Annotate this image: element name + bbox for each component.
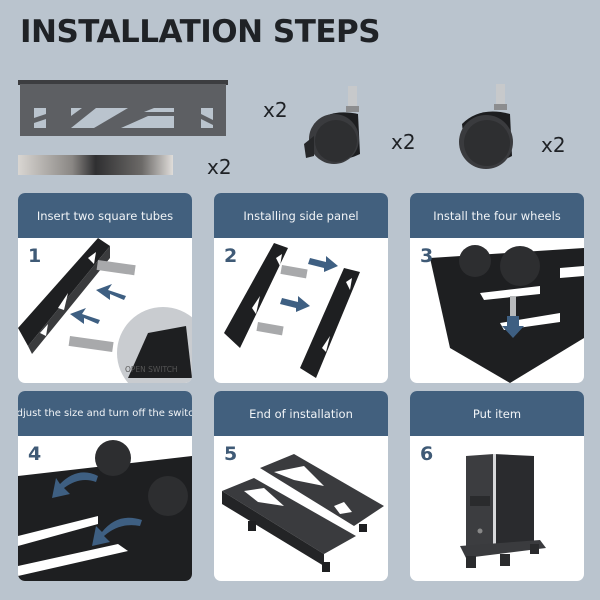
step-title: End of installation	[214, 391, 388, 436]
step-title: Put item	[410, 391, 584, 436]
side-panel-illustration	[224, 243, 360, 378]
side-panel-qty: x2	[263, 98, 288, 122]
caster-image	[459, 84, 513, 169]
step-card-5: End of installation 5	[214, 391, 388, 581]
step-number: 4	[28, 443, 42, 465]
step-number: 5	[224, 443, 238, 465]
caster-brake-qty: x2	[391, 130, 416, 154]
step-card-3: Install the four wheels 3	[410, 193, 584, 383]
caster-qty: x2	[541, 133, 566, 157]
wheels-illustration	[430, 245, 584, 383]
step-card-6: Put item 6	[410, 391, 584, 581]
page-title: INSTALLATION STEPS	[20, 14, 381, 50]
step-card-4: Adjust the size and turn off the switch …	[18, 391, 192, 581]
step-card-2: Installing side panel 2	[214, 193, 388, 383]
adjust-switch-illustration	[18, 440, 192, 581]
step-number: 3	[420, 245, 434, 267]
step-title: Adjust the size and turn off the switch	[18, 391, 192, 436]
insert-tubes-illustration	[18, 238, 192, 383]
side-panel-image	[18, 80, 228, 136]
step-number: 1	[28, 245, 42, 267]
step-title: Install the four wheels	[410, 193, 584, 238]
step-card-1: Insert two square tubes 1 OPEN SWITCH	[18, 193, 192, 383]
square-tube-image	[18, 155, 173, 175]
open-switch-caption: OPEN SWITCH	[125, 365, 178, 374]
step-title: Installing side panel	[214, 193, 388, 238]
step-title: Insert two square tubes	[18, 193, 192, 238]
pc-tower-on-stand-illustration	[460, 454, 546, 568]
caster-brake-image	[304, 86, 360, 164]
assembled-stand-illustration	[222, 454, 384, 572]
step-number: 2	[224, 245, 238, 267]
step-number: 6	[420, 443, 434, 465]
square-tube-qty: x2	[207, 155, 232, 179]
